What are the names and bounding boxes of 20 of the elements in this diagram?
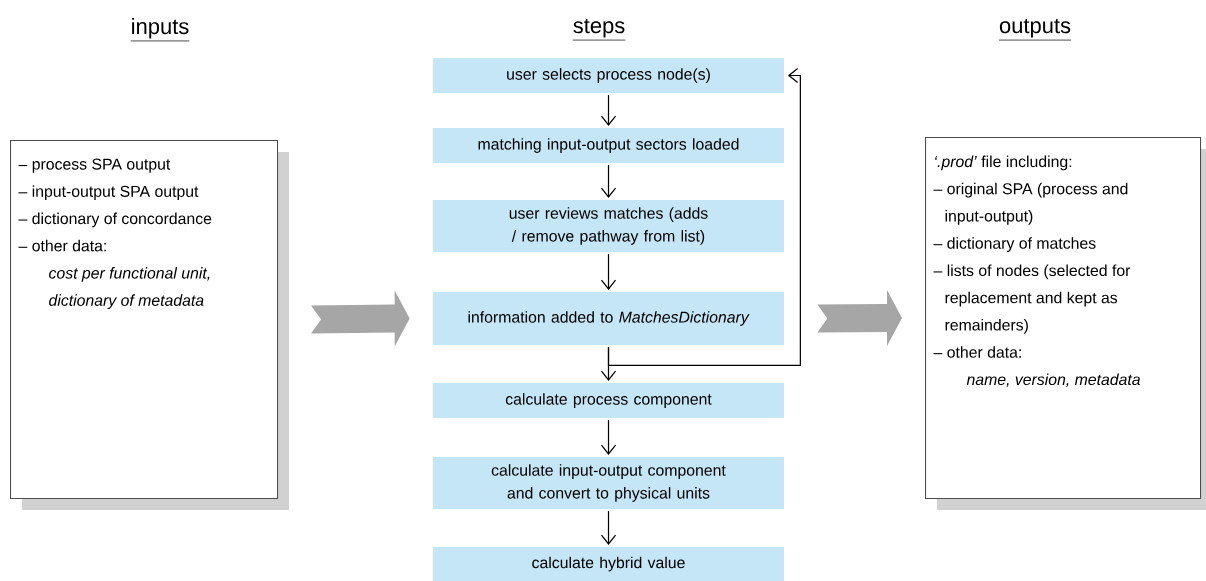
arrow	[600, 510, 617, 545]
chevron-arrow	[311, 290, 410, 347]
column-heading: inputs	[130, 18, 190, 42]
process-box: matching input-output sectors loaded	[433, 128, 784, 163]
arrow	[600, 164, 617, 198]
process-box: user selects process node(s)	[433, 58, 784, 93]
column-heading: steps	[572, 18, 626, 41]
process-box: information added to MatchesDictionary	[433, 292, 784, 345]
chevron-arrow	[817, 290, 902, 347]
column-heading: outputs	[998, 18, 1072, 41]
list-box: ‘.prod’ file including: – original SPA (process and input-output) – dictionary of matches – lists of nodes (selected for replacement and kept as remainders) – other data: name, version, metadata	[925, 137, 1202, 500]
process-box: calculate input-output component and convert to physical units	[433, 457, 784, 509]
arrow	[607, 67, 801, 366]
process-box: calculate hybrid value	[433, 547, 784, 581]
arrow	[600, 253, 617, 290]
list-box: – process SPA output – input-output SPA output – dictionary of concordance – other data: cost per functional unit, dictionary of metadata	[10, 140, 279, 500]
arrow	[600, 94, 617, 126]
arrow	[600, 419, 617, 455]
process-box: user reviews matches (adds / remove pathway from list)	[433, 200, 784, 252]
process-box: calculate process component	[433, 383, 784, 418]
